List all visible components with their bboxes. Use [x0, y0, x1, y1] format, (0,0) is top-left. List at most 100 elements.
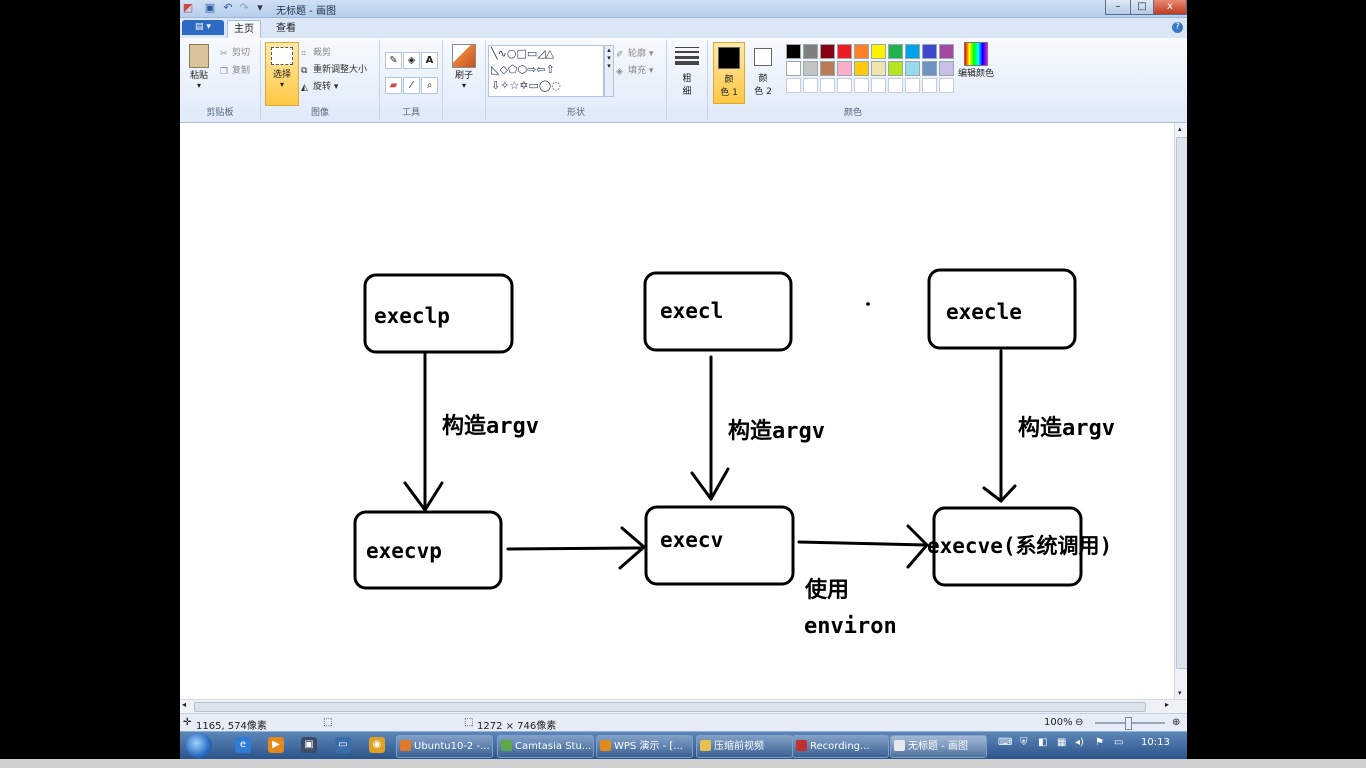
taskbar-item-recording[interactable]: Recording...	[792, 735, 889, 758]
status-bar: ✛ 1165, 574像素 ⬚ ⬚ 1272 × 746像素 100% ⊖ ⊕	[180, 713, 1187, 732]
redo-icon[interactable]: ↷	[239, 1, 249, 14]
explorer-icon[interactable]: ▣	[301, 737, 317, 753]
desktop-icon[interactable]: ▭	[335, 737, 351, 753]
maximize-button[interactable]: □	[1130, 0, 1154, 15]
size-button[interactable]: 粗 细	[672, 45, 702, 97]
network-icon[interactable]: ▦	[1057, 737, 1067, 748]
zoom-in-icon[interactable]: ⊕	[1172, 717, 1181, 728]
zoom-slider[interactable]	[1095, 717, 1165, 730]
color2-button[interactable]: 颜 色 2	[748, 42, 778, 102]
vertical-scrollbar[interactable]: ▴ ▾	[1174, 123, 1187, 699]
select-button[interactable]: 选择 ▾	[265, 42, 299, 106]
color-picker-icon[interactable]: ⁄	[403, 77, 420, 94]
flag-icon[interactable]: ⚑	[1095, 737, 1104, 748]
ie-icon[interactable]: e	[235, 737, 251, 753]
color-swatch[interactable]	[786, 61, 801, 76]
pencil-icon[interactable]: ✎	[385, 52, 402, 69]
clock[interactable]: 10:13	[1141, 737, 1170, 748]
close-button[interactable]: x	[1153, 0, 1187, 15]
shapes-scroll[interactable]: ▴▾▾	[604, 45, 614, 97]
fill-bucket-icon[interactable]: ◈	[403, 52, 420, 69]
shield-icon[interactable]: ⛨	[1020, 737, 1028, 748]
color-swatch[interactable]	[939, 61, 954, 76]
text-tool-icon[interactable]: A	[421, 52, 438, 69]
color-swatch[interactable]	[854, 61, 869, 76]
custom-color-slot[interactable]	[803, 78, 818, 93]
taskbar-item-wps[interactable]: WPS 演示 - [...	[596, 735, 693, 758]
custom-color-slot[interactable]	[939, 78, 954, 93]
line-shape-icon[interactable]: ╲∿○□▭◿△	[491, 47, 555, 60]
custom-color-slot[interactable]	[905, 78, 920, 93]
color-swatch[interactable]	[820, 61, 835, 76]
rotate-button[interactable]: ◭旋转 ▾	[301, 82, 339, 93]
color-swatch[interactable]	[854, 44, 869, 59]
scroll-up-icon[interactable]: ▴	[1178, 125, 1182, 133]
color-swatch[interactable]	[803, 44, 818, 59]
color-swatch[interactable]	[888, 61, 903, 76]
volume-icon[interactable]: ◂)	[1075, 737, 1084, 748]
color-swatch[interactable]	[905, 44, 920, 59]
paste-button[interactable]: 粘贴 ▾	[186, 44, 212, 90]
color-swatch[interactable]	[786, 44, 801, 59]
horizontal-scroll-thumb[interactable]	[194, 702, 1146, 712]
zoom-out-icon[interactable]: ⊖	[1075, 717, 1084, 728]
custom-color-slot[interactable]	[854, 78, 869, 93]
taskbar-item-ubuntu[interactable]: Ubuntu10-2 -...	[396, 735, 493, 758]
scroll-left-icon[interactable]: ◂	[182, 700, 187, 709]
taskbar-item-paint[interactable]: 无标题 - 画图	[890, 735, 987, 758]
scroll-right-icon[interactable]: ▸	[1164, 700, 1169, 709]
crop-button[interactable]: ⌗裁剪	[301, 45, 331, 59]
pinned-app-icon[interactable]: ◉	[369, 737, 385, 753]
color1-button[interactable]: 颜 色 1	[713, 42, 745, 104]
tab-view[interactable]: 查看	[276, 23, 296, 34]
color-swatch[interactable]	[803, 61, 818, 76]
horizontal-scrollbar[interactable]: ◂ ▸	[180, 699, 1187, 713]
minimize-button[interactable]: –	[1105, 0, 1131, 15]
customize-qat-icon[interactable]: ▾	[257, 1, 263, 14]
start-button[interactable]	[186, 733, 212, 758]
color-swatch[interactable]	[820, 44, 835, 59]
color-swatch[interactable]	[837, 61, 852, 76]
color-swatch[interactable]	[922, 61, 937, 76]
custom-color-slot[interactable]	[837, 78, 852, 93]
keyboard-icon[interactable]: ⌨	[998, 737, 1013, 748]
magnifier-icon[interactable]: ⌕	[421, 77, 438, 94]
help-icon[interactable]: ?	[1172, 22, 1183, 33]
vertical-scroll-thumb[interactable]	[1176, 137, 1187, 669]
custom-color-slot[interactable]	[786, 78, 801, 93]
zoom-slider-thumb[interactable]	[1125, 717, 1132, 730]
color-swatch[interactable]	[939, 44, 954, 59]
tray-app-icon[interactable]: ◧	[1038, 737, 1048, 748]
custom-color-slot[interactable]	[820, 78, 835, 93]
color-swatch[interactable]	[871, 61, 886, 76]
media-player-icon[interactable]: ▶	[268, 737, 284, 753]
star-shape-icon[interactable]: ⇩✧☆✡▭◯◌	[491, 79, 561, 92]
polygon-shape-icon[interactable]: ◺◇⬠⬡⇨⇦⇧	[491, 63, 555, 76]
taskbar-item-camtasia[interactable]: Camtasia Stu...	[497, 735, 594, 758]
brushes-button[interactable]: 刷子 ▾	[447, 44, 481, 90]
copy-button[interactable]: ❐复制	[220, 63, 250, 77]
edit-colors-button[interactable]: 编辑颜色	[956, 42, 996, 79]
eraser-icon[interactable]: ▰	[385, 77, 402, 94]
taskbar-item-folder[interactable]: 压缩前视频	[696, 735, 793, 758]
color-swatch[interactable]	[888, 44, 903, 59]
undo-icon[interactable]: ↶	[223, 1, 233, 14]
paint-menu-button[interactable]: ▤ ▾	[182, 20, 224, 35]
save-icon[interactable]: ▣	[204, 1, 216, 14]
shapes-gallery[interactable]: ╲∿○□▭◿△ ◺◇⬠⬡⇨⇦⇧ ⇩✧☆✡▭◯◌	[488, 45, 604, 97]
resize-button[interactable]: ⧉重新调整大小	[301, 62, 367, 76]
drawing-canvas[interactable]: execlp execl execle execvp execv execve(…	[180, 123, 1174, 699]
color-swatch[interactable]	[922, 44, 937, 59]
custom-color-slot[interactable]	[871, 78, 886, 93]
color-swatch[interactable]	[837, 44, 852, 59]
custom-color-slot[interactable]	[888, 78, 903, 93]
outline-button[interactable]: ✐轮廓 ▾	[616, 49, 654, 60]
color-swatch[interactable]	[905, 61, 920, 76]
color-swatch[interactable]	[871, 44, 886, 59]
cut-button[interactable]: ✂剪切	[220, 45, 250, 59]
custom-color-slot[interactable]	[922, 78, 937, 93]
scroll-down-icon[interactable]: ▾	[1178, 689, 1182, 697]
fill-button[interactable]: ◈填充 ▾	[616, 66, 654, 77]
tab-home[interactable]: 主页	[227, 20, 261, 38]
tray-overflow-icon[interactable]: ▭	[1114, 737, 1124, 748]
